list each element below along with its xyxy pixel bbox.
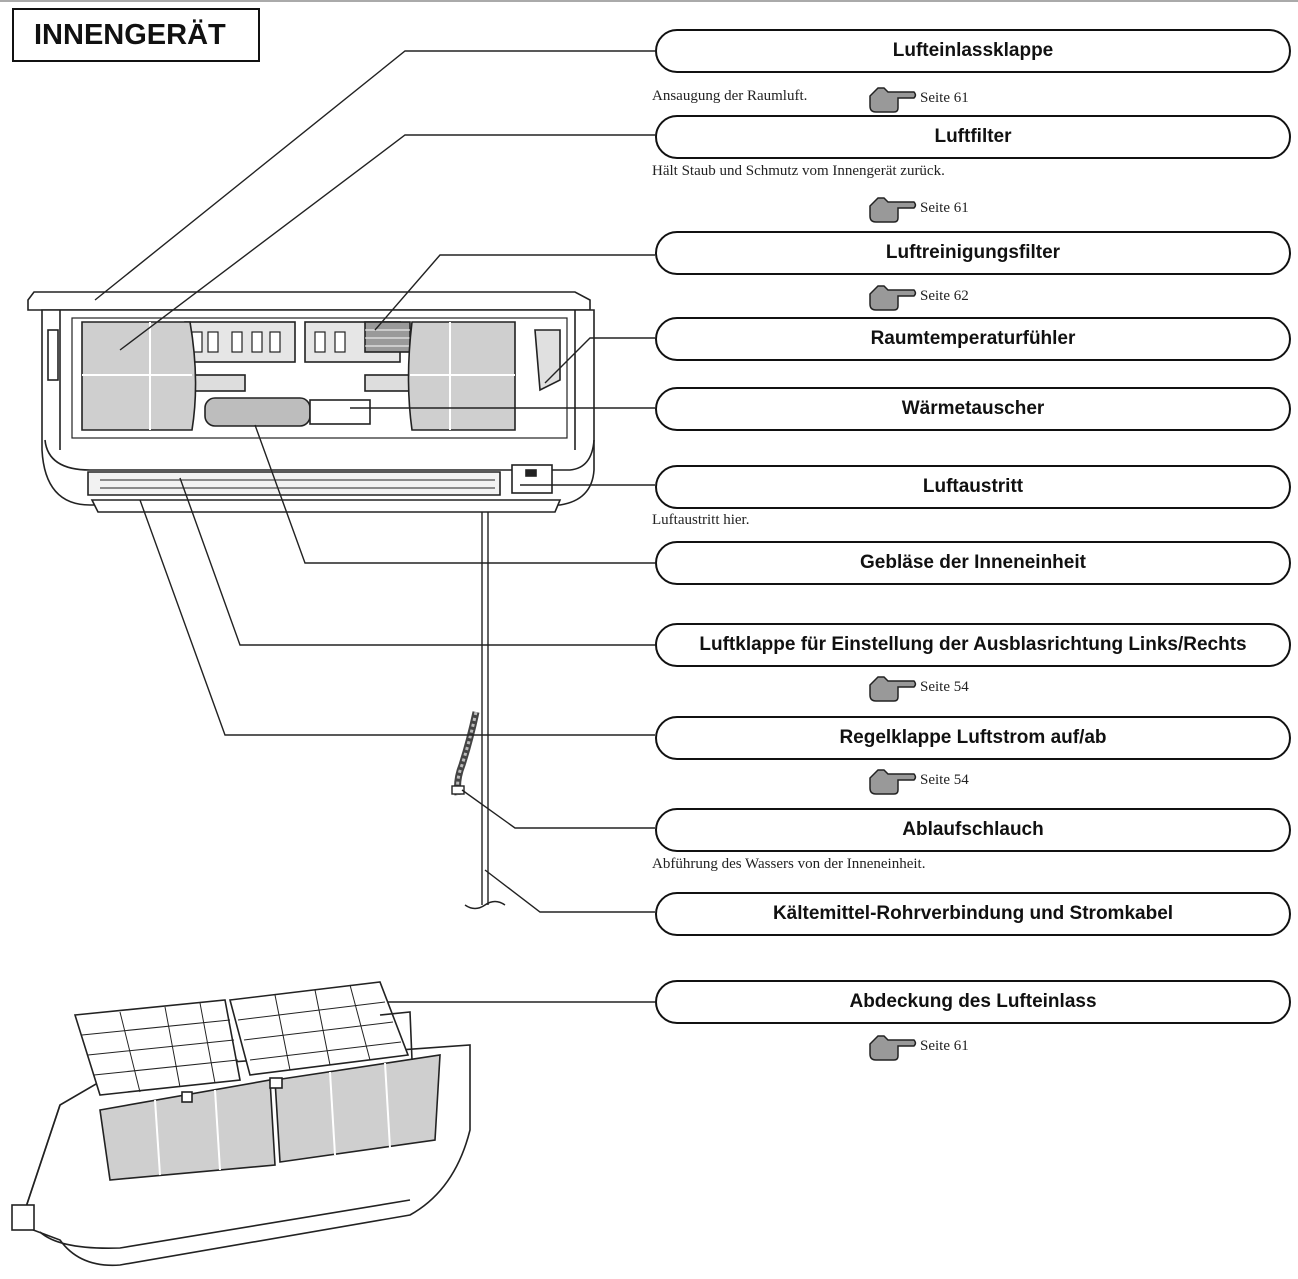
- description-air-outlet: Luftaustritt hier.: [652, 512, 750, 528]
- pipe-and-cable: [451, 512, 506, 910]
- page-ref-text: Seite 61: [920, 89, 969, 106]
- page-ref-text: Seite 54: [920, 771, 969, 788]
- page-ref-air-purifying-filter[interactable]: Seite 62: [868, 280, 969, 312]
- label-air-filter: Luftfilter: [655, 115, 1291, 159]
- label-indoor-fan: Gebläse der Inneneinheit: [655, 541, 1291, 585]
- page-ref-up-down-flap[interactable]: Seite 54: [868, 764, 969, 796]
- page-ref-text: Seite 54: [920, 678, 969, 695]
- description-air-filter: Hält Staub und Schmutz vom Innengerät zu…: [652, 163, 945, 179]
- indoor-unit-illustration: [27, 291, 595, 513]
- description-drain-hose: Abführung des Wassers von der Inneneinhe…: [652, 856, 926, 872]
- pointing-hand-icon: [869, 769, 917, 795]
- pointing-hand-icon: [869, 676, 917, 702]
- label-refrigerant-pipe-and-cable: Kältemittel-Rohrverbindung und Stromkabe…: [655, 892, 1291, 936]
- page-ref-left-right-louver[interactable]: Seite 54: [868, 671, 969, 703]
- label-room-temperature-sensor: Raumtemperaturfühler: [655, 317, 1291, 361]
- page-ref-text: Seite 61: [920, 199, 969, 216]
- page-ref-air-inlet-flap[interactable]: Seite 61: [868, 82, 969, 114]
- label-drain-hose: Ablaufschlauch: [655, 808, 1291, 852]
- pointing-hand-icon: [869, 197, 917, 223]
- unit-with-cover-illustration: [11, 981, 471, 1267]
- page-ref-text: Seite 62: [920, 287, 969, 304]
- label-air-purifying-filter: Luftreinigungsfilter: [655, 231, 1291, 275]
- page-ref-text: Seite 61: [920, 1037, 969, 1054]
- page-title: INNENGERÄT: [12, 8, 260, 62]
- pointing-hand-icon: [869, 285, 917, 311]
- label-air-outlet: Luftaustritt: [655, 465, 1291, 509]
- pointing-hand-icon: [869, 87, 917, 113]
- leader-lines: [94, 50, 655, 1013]
- label-left-right-louver: Luftklappe für Einstellung der Ausblasri…: [655, 623, 1291, 667]
- page-ref-air-inlet-cover[interactable]: Seite 61: [868, 1030, 969, 1062]
- label-air-inlet-cover: Abdeckung des Lufteinlass: [655, 980, 1291, 1024]
- page-ref-air-filter[interactable]: Seite 61: [868, 192, 969, 224]
- label-heat-exchanger: Wärmetauscher: [655, 387, 1291, 431]
- description-air-inlet-flap: Ansaugung der Raumluft.: [652, 88, 808, 104]
- pointing-hand-icon: [869, 1035, 917, 1061]
- label-up-down-flap: Regelklappe Luftstrom auf/ab: [655, 716, 1291, 760]
- label-air-inlet-flap: Lufteinlassklappe: [655, 29, 1291, 73]
